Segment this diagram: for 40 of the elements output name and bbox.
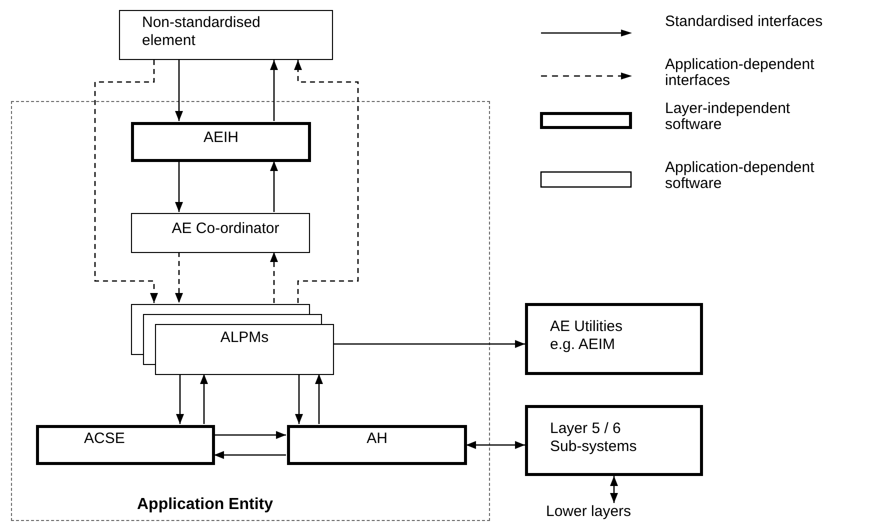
legend-text: Standardised interfaces <box>665 14 824 30</box>
process-box <box>119 10 333 60</box>
arrow <box>175 161 183 212</box>
node-label: Layer 5 / 6 Sub-systems <box>550 420 638 456</box>
node-label: ACSE <box>84 430 125 448</box>
arrow <box>333 340 525 348</box>
node-label: AEIH <box>203 129 238 147</box>
node-label: ALPMs <box>220 329 269 348</box>
thick-process-box <box>525 405 703 476</box>
node-label: AH <box>366 430 388 448</box>
arrow <box>270 60 278 121</box>
dashed-arrow <box>175 252 183 303</box>
arrow <box>610 476 618 503</box>
stacked-process-box <box>131 304 334 375</box>
node-label: AE Utilities e.g. AEIM <box>550 318 624 354</box>
boundary-label: Application Entity <box>137 496 273 514</box>
arrow <box>315 374 323 424</box>
node-label: AE Co-ordinator <box>172 220 280 238</box>
arrow <box>175 60 183 121</box>
dashed-arrow <box>294 60 359 303</box>
node-label: Non-standardised element <box>142 14 262 50</box>
process-box <box>131 213 310 253</box>
thick-process-box <box>36 425 215 465</box>
dashed-arrow <box>94 60 158 303</box>
arrow <box>270 161 278 212</box>
arrow <box>176 374 184 424</box>
node-label: Lower layers <box>546 503 632 520</box>
legend-text: Application-dependent software <box>665 160 816 192</box>
thick-process-box <box>287 425 467 465</box>
arrow <box>200 374 208 424</box>
arrow <box>466 441 525 449</box>
legend-text: Application-dependent interfaces <box>665 57 816 89</box>
dashed-arrow <box>270 252 278 303</box>
arrow <box>214 431 286 439</box>
arrow <box>295 374 303 424</box>
thick-process-box <box>525 303 703 375</box>
arrow <box>214 451 286 459</box>
legend-text: Layer-independent software <box>665 101 792 133</box>
thick-process-box <box>131 122 311 162</box>
entity-boundary <box>11 101 490 521</box>
